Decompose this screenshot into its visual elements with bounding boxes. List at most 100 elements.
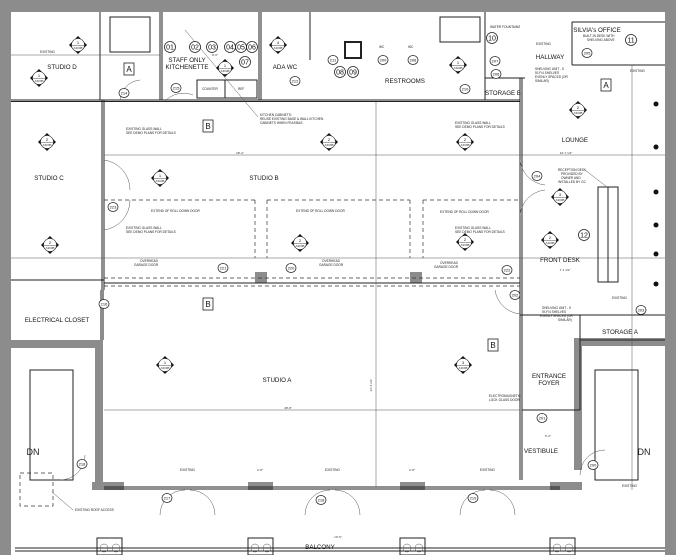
elevation-number: 2 [464,137,467,142]
door-tag-number: 221 [220,265,227,270]
door-tag: 220 [285,263,297,273]
reception-desk-note-2: PROVIDED BY [561,172,584,176]
item-callout-number: 08 [336,69,344,76]
item-callout: 12 [578,229,590,241]
shelving-note-4: SIMILAR) [535,79,549,83]
room-front-desk: FRONT DESK [540,257,581,264]
section-marker-letter: B [490,341,495,350]
door-tag-number: 218 [79,461,86,466]
room-electrical-closet: ELECTRICAL CLOSET [25,317,90,324]
elevation-number: 3 [559,192,562,197]
room-restrooms: RESTROOMS [385,78,425,85]
elevation-number: 4 [277,40,280,45]
existing-label: EXISTING [536,42,551,46]
door-tag-number: 208 [410,57,417,62]
door-tag: 218 [315,495,327,505]
dim-studio-b-width: 28'-4" [236,151,244,155]
kitchen-cabinets-note-2: REUSE EXISTING BASE & WALL KITCHEN [260,117,324,121]
door-tag-number: 215 [173,85,180,90]
elevation-markers: 1A300B4A300B1A300B1A300B1A300B2A300B2A30… [30,36,587,374]
door-tag-number: 204 [534,173,541,178]
elevation-number: 2 [299,238,302,243]
elevation-number: 1 [38,73,41,78]
maglock-note-2: LOCK GLASS DOOR [489,398,520,402]
annotations: COUNTER REF WATER FOUNTAINS WC WC KITCHE… [40,25,645,512]
elevation-sheet: A300B [324,143,333,147]
room-balcony: BALCONY [305,544,335,551]
item-callout-number: 06 [248,44,256,51]
section-marker: A [123,62,135,76]
section-marker-letter: B [205,122,210,131]
roof-access-note: EXISTING ROOF ACCESS [75,508,114,512]
elevation-sheet: A300B [45,246,54,250]
elevation-sheet: A300B [460,243,469,247]
kitchen-cabinets-note-3: CABINETS WHEN FEASIBLE. [260,121,304,125]
door-tag-number: 216 [101,301,108,306]
glass-wall-note-2: SEE DEMO PLANS FOR DETAILS [455,125,505,129]
stair-down-label-right: DN [638,447,651,457]
door-tag: 206 [490,69,502,79]
door-tag: 207 [489,56,501,66]
elevation-number: 2 [549,235,552,240]
room-studio-d: STUDIO D [47,64,77,71]
elevation-number: 1 [224,63,227,68]
dim-balcony-width: 10'-6" [334,535,342,539]
door-tag: 204 [531,171,543,181]
door-tag-number: 206 [493,71,500,76]
door-tag-number: 220 [288,265,295,270]
item-callout-number: 07 [241,59,249,66]
door-tag-number: 210 [462,86,469,91]
reception-desk-note-4: INSTALLED BY GC [558,180,587,184]
elevation-sheet: A300B [453,66,462,70]
section-marker: A [600,78,612,92]
door-tag-number: 202 [512,292,519,297]
item-callout: 11 [625,34,637,46]
elevation-number: 1 [77,40,80,45]
counter-label: COUNTER [202,87,218,91]
elevation-sheet: A300B [545,241,554,245]
door-tag-number: 201 [539,415,546,420]
section-marker: B [487,338,499,352]
door-tag-number: 211 [330,57,337,62]
glass-wall-note-2: SEE DEMO PLANS FOR DETAILS [455,230,505,234]
kitchen-cabinets-note: KITCHEN CABINETS: [260,113,292,117]
water-fountains-label: WATER FOUNTAINS [490,25,520,29]
existing-label: EXISTING [622,484,637,488]
elevation-number: 1 [164,360,167,365]
glass-wall-note: EXISTING GLASS WALL [126,226,162,230]
section-marker-letter: B [205,300,210,309]
item-callout: 06 [246,41,258,53]
dim-kitchen-width: 8'-0" [212,53,218,57]
elevation-sheet: A300B [34,79,43,83]
room-storage-b: STORAGE B [485,90,521,97]
reception-desk-note: RECEPTION DESK [558,168,587,172]
room-entrance-foyer: ENTRANCE [532,373,566,380]
shelving-note-3: EVENLY SPACED (OR [540,314,573,318]
section-marker-letter: A [126,65,132,74]
room-storage-a: STORAGE A [602,329,639,336]
item-callout-number: 12 [580,232,588,239]
item-callout: 03 [206,41,218,53]
door-tag-number: 219 [470,495,477,500]
door-tag-number: 200 [590,462,597,467]
dim-door-2-8: 2'-8" [409,468,415,472]
door-tag-number: 203 [638,307,645,312]
garage-door-note-2: GARAGE DOOR [434,265,459,269]
door-tag: 212 [289,76,301,86]
glass-wall-note: EXISTING GLASS WALL [455,121,491,125]
door-tag: 218 [76,459,88,469]
door-tag-number: 214 [121,90,128,95]
room-kitchenette-2: KITCHENETTE [166,64,209,71]
door-tag: 223 [107,202,119,212]
section-marker: B [202,119,214,133]
door-tag: 221 [217,263,229,273]
stair-down-label-left: DN [27,447,40,457]
